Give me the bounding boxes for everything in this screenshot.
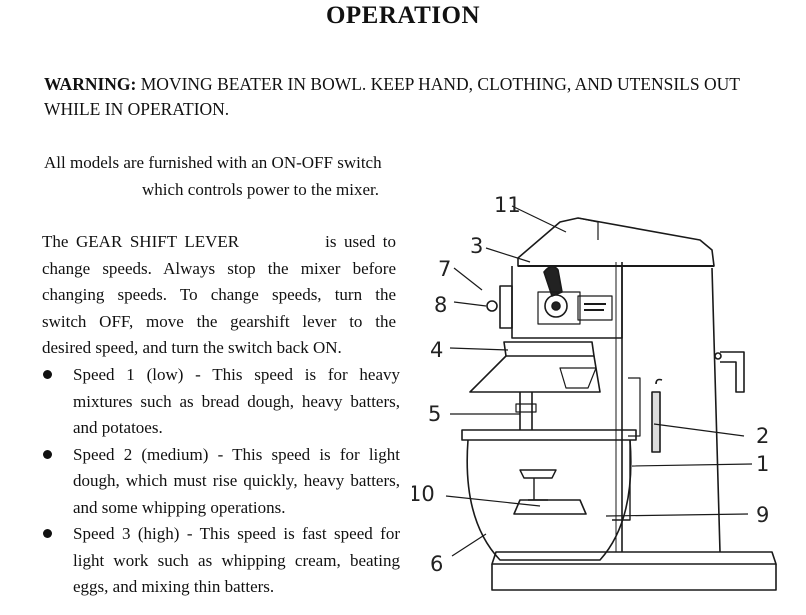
switch-line-1: All models are furnished with an ON-OFF …: [44, 153, 382, 172]
gear-line-4: switch OFF, move the gearshift lever to …: [42, 311, 396, 331]
warning-label: WARNING:: [44, 74, 137, 94]
callout-8: 8: [434, 293, 447, 317]
callout-9: 9: [756, 503, 769, 527]
gear-line-1: The GEAR SHIFT LEVER is used to: [42, 229, 396, 256]
callout-5: 5: [428, 402, 441, 426]
mixer-diagram: 11 3 7 8 4 5 2 1 10 9 6: [408, 180, 806, 610]
gear-line-5: desired speed, and turn the switch back …: [42, 338, 342, 357]
bowl-rim: [461, 429, 637, 441]
switch-line-2: which controls power to the mixer.: [142, 179, 380, 199]
switch-housing: [499, 285, 513, 329]
mixer-base: [491, 564, 777, 591]
callout-10: 10: [412, 482, 435, 506]
beater-shaft: [519, 392, 533, 430]
mixer-base-top: [491, 551, 777, 565]
callout-2: 2: [756, 424, 769, 448]
speed-2-line-1: Speed 2 (medium) - This speed is for lig…: [73, 444, 400, 464]
warning-paragraph: WARNING: MOVING BEATER IN BOWL. KEEP HAN…: [44, 72, 784, 122]
planetary-ring: [503, 341, 595, 357]
callout-3: 3: [470, 234, 483, 258]
speed-item-1: Speed 1 (low) - This speed is for heavy …: [40, 362, 400, 442]
speed-2-line-2: dough, which must rise quickly, heavy ba…: [73, 471, 400, 490]
bullet-icon: [43, 449, 52, 459]
switch-paragraph: All models are furnished with an ON-OFF …: [44, 150, 404, 203]
speed-2-line-3: and some whipping operations.: [73, 497, 286, 517]
gear-line-1a: The GEAR SHIFT LEVER: [42, 232, 240, 251]
gear-line-3: changing speeds. To change speeds, turn …: [42, 285, 396, 304]
mixer-column: [621, 262, 721, 553]
callout-11: 11: [494, 193, 521, 217]
speed-item-3: Speed 3 (high) - This speed is fast spee…: [40, 521, 400, 601]
callout-1: 1: [756, 452, 769, 476]
speed-3-line-3: eggs, and mixing thin batters.: [73, 577, 275, 596]
speed-1-line-1: Speed 1 (low) - This speed is for heavy: [73, 365, 400, 384]
splash-guard: [469, 355, 601, 393]
gear-line-1b: is used to: [325, 232, 396, 251]
gear-shift-lever: [543, 265, 563, 297]
on-off-switch: [486, 300, 498, 312]
gear-line-2: change speeds. Always stop the mixer bef…: [42, 258, 396, 278]
speed-3-line-1: Speed 3 (high) - This speed is fast spee…: [73, 524, 400, 543]
page-title: OPERATION: [325, 2, 481, 29]
side-outlet: [720, 351, 745, 393]
speed-1-line-3: and potatoes.: [73, 418, 163, 437]
bowl-lift-handle: [651, 391, 661, 453]
bowl-support: [513, 499, 587, 515]
gear-shift-paragraph: The GEAR SHIFT LEVER is used to change sp…: [42, 229, 396, 362]
speed-1-line-2: mixtures such as bread dough, heavy batt…: [73, 391, 400, 411]
mixer-head-cover: [517, 217, 715, 267]
speed-dial: [544, 294, 568, 318]
callout-7: 7: [438, 257, 451, 281]
callout-6: 6: [430, 552, 443, 576]
speed-3-line-2: light work such as whipping cream, beati…: [73, 550, 400, 570]
mixer-illustration: 11 3 7 8 4 5 2 1 10 9 6: [408, 193, 777, 591]
bullet-icon: [43, 529, 52, 538]
bullet-icon: [43, 370, 52, 379]
callout-4: 4: [430, 338, 443, 362]
warning-text: MOVING BEATER IN BOWL. KEEP HAND, CLOTHI…: [44, 74, 740, 119]
speed-list: Speed 1 (low) - This speed is for heavy …: [40, 362, 400, 601]
speed-item-2: Speed 2 (medium) - This speed is for lig…: [40, 442, 400, 522]
beater: [519, 469, 557, 501]
